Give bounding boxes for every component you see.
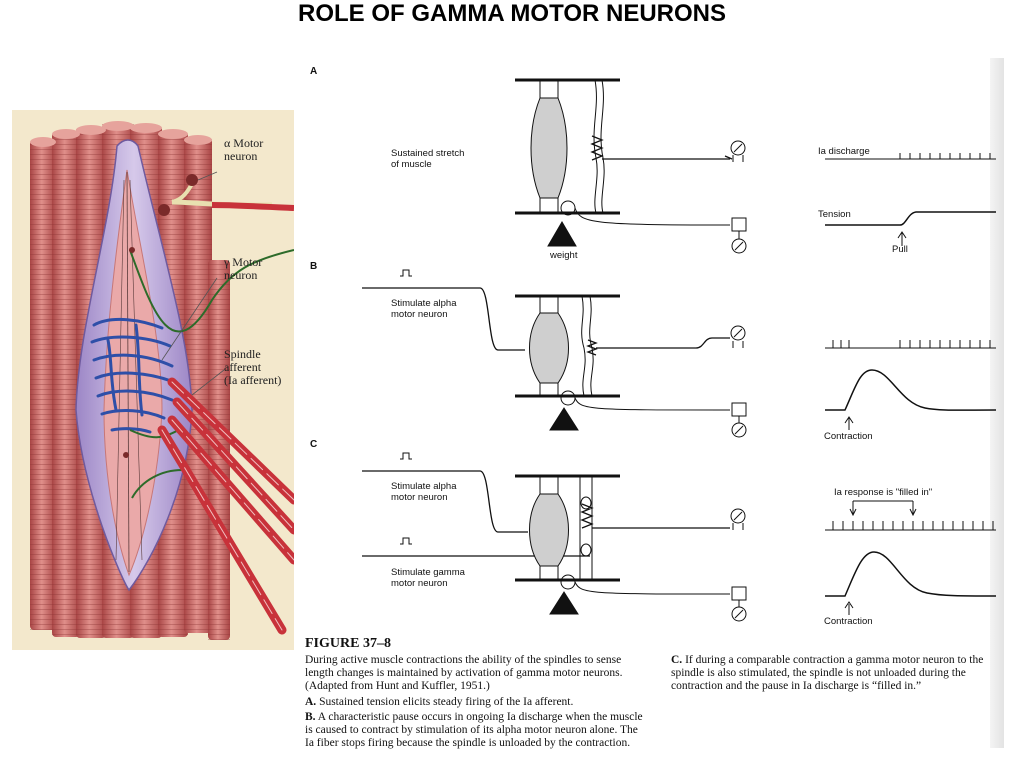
panel-c-apparatus — [362, 452, 747, 622]
page-edge-shadow — [990, 58, 1004, 748]
stimulate-alpha-label-c: Stimulate alpha motor neuron — [391, 481, 457, 503]
panel-c-ia-trace — [825, 500, 996, 531]
experiment-diagram — [362, 78, 997, 622]
spindle-afferent-label: Spindle afferent (Ia afferent) — [224, 347, 282, 387]
stimulate-gamma-label: Stimulate gamma motor neuron — [391, 567, 465, 589]
panel-a-ia-trace — [825, 153, 996, 160]
panel-b-ia-trace — [825, 340, 996, 349]
leader-lines — [161, 171, 225, 396]
tension-label: Tension — [818, 209, 851, 220]
caption-column-left: During active muscle contractions the ab… — [305, 654, 645, 752]
filled-in-label: Ia response is "filled in" — [834, 487, 933, 498]
panel-b-contraction-trace — [825, 369, 997, 430]
figure-word: FIGURE — [305, 636, 360, 651]
caption-c-text: If during a comparable contraction a gam… — [671, 654, 984, 693]
caption-a-text: Sustained tension elicits steady firing … — [319, 695, 574, 708]
panel-a-letter: A — [310, 66, 318, 77]
caption-b-letter: B. — [305, 710, 316, 723]
caption-b-text: A characteristic pause occurs in ongoing… — [305, 710, 643, 750]
panel-b-letter: B — [310, 261, 318, 272]
slide-title: ROLE OF GAMMA MOTOR NEURONS — [298, 0, 726, 27]
panel-c-letter: C — [310, 439, 318, 450]
pull-label: Pull — [892, 244, 908, 255]
caption-b: B. A characteristic pause occurs in ongo… — [305, 711, 645, 751]
panel-b-apparatus — [362, 269, 747, 438]
panel-a-apparatus — [515, 78, 747, 254]
stimulate-alpha-label-b: Stimulate alpha motor neuron — [391, 298, 457, 320]
alpha-motor-neuron-label: α Motor neuron — [224, 136, 264, 163]
annulospiral-endings — [90, 318, 176, 434]
ia-afferent-fibers — [157, 377, 294, 635]
motor-endplates — [123, 174, 198, 458]
panel-c-contraction-trace — [825, 551, 997, 615]
ia-discharge-label: Ia discharge — [818, 146, 870, 157]
sustained-stretch-label: Sustained stretch of muscle — [391, 148, 465, 170]
figure-number: 37–8 — [362, 636, 391, 651]
caption-intro: During active muscle contractions the ab… — [305, 654, 623, 693]
panel-a-tension-trace — [825, 211, 996, 246]
caption-a-letter: A. — [305, 695, 317, 708]
caption-c-letter: C. — [671, 654, 683, 666]
caption-c: C. If during a comparable contraction a … — [671, 654, 1001, 694]
contraction-label-b: Contraction — [824, 431, 873, 442]
caption-a: A. Sustained tension elicits steady firi… — [305, 696, 645, 709]
gamma-motor-neuron-label: γ Motor neuron — [224, 255, 263, 282]
muscle-spindle-illustration — [12, 110, 294, 650]
contraction-label-c: Contraction — [824, 616, 873, 627]
figure-label: FIGURE 37–8 — [305, 636, 391, 652]
weight-label: weight — [550, 250, 578, 261]
caption-column-right: C. If during a comparable contraction a … — [671, 654, 1001, 696]
